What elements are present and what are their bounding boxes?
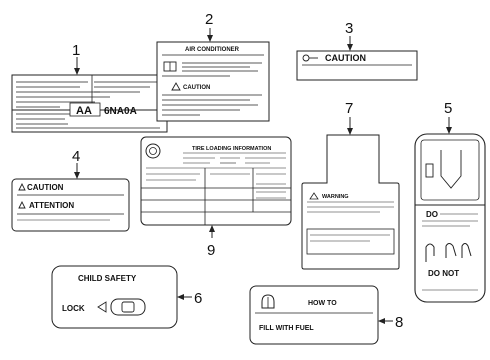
label-9-panel — [140, 136, 292, 226]
arrow-left-icon — [97, 301, 107, 313]
label-1: AA 6NA0A 1 — [11, 42, 168, 133]
leader-4-arrowhead — [74, 172, 80, 179]
label-5-lower-pictogram — [425, 243, 472, 262]
label-8-howto: HOW TO — [308, 300, 337, 307]
label-3: CAUTION 3 — [296, 20, 418, 81]
label-7-triangle — [309, 192, 319, 200]
label-3-panel — [296, 50, 418, 81]
label-5-upper-pictogram — [425, 150, 462, 189]
label-4: CAUTION ATTENTION 4 — [11, 148, 130, 232]
book-icon-8 — [261, 294, 275, 309]
callout-2: 2 — [205, 11, 213, 28]
book-icon — [163, 61, 177, 72]
label-3-caution: CAUTION — [325, 53, 366, 63]
label-5-text-lines — [422, 213, 478, 227]
label-6-lock: LOCK — [62, 304, 85, 313]
label-8-panel — [249, 285, 379, 345]
leader-1-arrowhead — [74, 68, 80, 75]
label-5-upper-section — [420, 139, 480, 201]
callout-6: 6 — [194, 290, 202, 307]
label-1-code-b: 6NA0A — [104, 106, 137, 117]
label-1-text-lines — [16, 81, 162, 129]
leader-6-arrowhead — [177, 294, 184, 300]
callout-9: 9 — [207, 242, 215, 259]
label-4-attention: ATTENTION — [29, 201, 74, 210]
callout-1: 1 — [72, 42, 80, 59]
leader-8-arrowhead — [378, 318, 385, 324]
label-6: CHILD SAFETY LOCK 6 — [51, 265, 202, 329]
callout-4: 4 — [72, 148, 80, 165]
label-2-text-lines — [162, 62, 262, 116]
child-lock-switch-icon — [110, 298, 146, 316]
callout-5: 5 — [444, 100, 452, 117]
label-4-triangle-top — [18, 182, 26, 191]
leader-2-arrowhead — [207, 35, 213, 42]
label-5-do-not: DO NOT — [428, 269, 459, 278]
label-9-title: TIRE LOADING INFORMATION — [192, 146, 271, 152]
callout-3: 3 — [345, 20, 353, 37]
label-2-title: AIR CONDITIONER — [185, 47, 240, 53]
label-2-panel — [156, 41, 270, 122]
label-8: HOW TO FILL WITH FUEL 8 — [249, 285, 403, 345]
label-5-panel — [414, 133, 486, 303]
label-4-panel — [11, 178, 130, 232]
leader-5-arrowhead — [446, 127, 452, 134]
callout-8: 8 — [395, 314, 403, 331]
label-6-title: CHILD SAFETY — [78, 274, 137, 283]
label-4-caution: CAUTION — [27, 183, 64, 192]
label-9: TIRE LOADING INFORMATION 9 — [140, 136, 292, 259]
leader-7-arrowhead — [347, 128, 353, 135]
label-5-do: DO — [426, 210, 438, 219]
label-1-code-box-a — [69, 102, 101, 117]
label-7-inner-box — [306, 228, 395, 255]
tire-icon — [145, 143, 161, 159]
label-7-warning: WARNING — [322, 194, 349, 200]
label-5: DO DO NOT 5 — [414, 100, 486, 303]
key-icon — [302, 54, 318, 62]
label-2: AIR CONDITIONER CAUTION 2 — [156, 11, 270, 122]
leader-9-arrowhead — [209, 225, 215, 232]
label-9-text-lines — [146, 157, 286, 199]
label-2-caution: CAUTION — [183, 85, 210, 91]
label-8-fill: FILL WITH FUEL — [259, 325, 314, 332]
label-4-triangle-bottom — [18, 200, 26, 209]
label-1-code-a: AA — [76, 105, 92, 117]
callout-7: 7 — [345, 100, 353, 117]
warning-triangle-icon — [171, 82, 181, 91]
label-7: WARNING 7 — [301, 100, 400, 270]
leader-3-arrowhead — [347, 44, 353, 51]
